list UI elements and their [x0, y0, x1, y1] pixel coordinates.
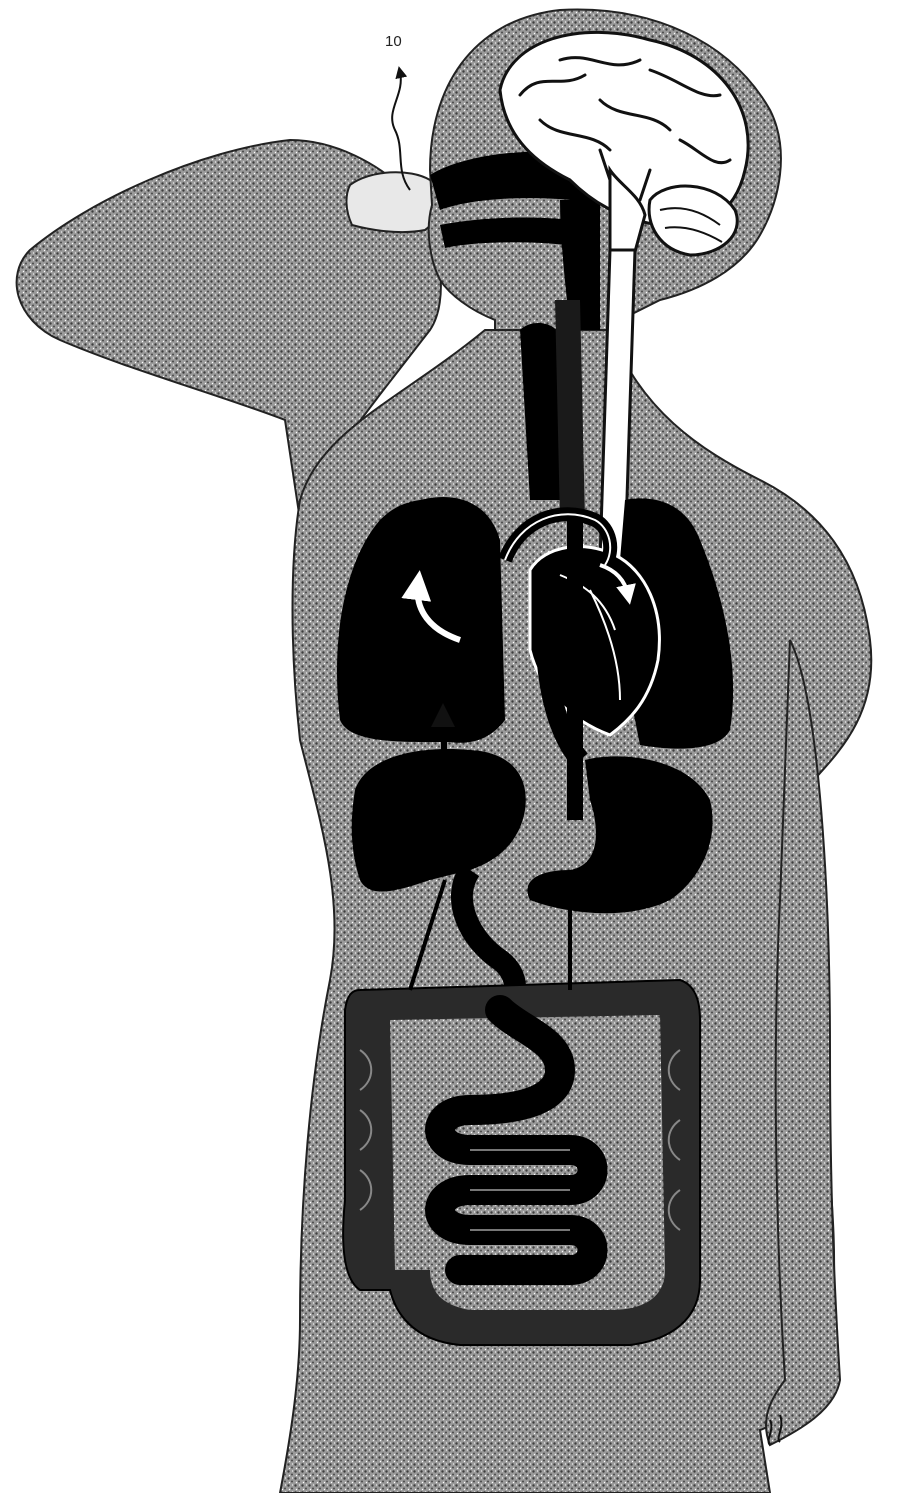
esophagus: [555, 300, 585, 520]
hand: [346, 172, 437, 232]
figure-label: 10: [385, 33, 402, 50]
exhalation-annotation: 10: [385, 33, 410, 190]
